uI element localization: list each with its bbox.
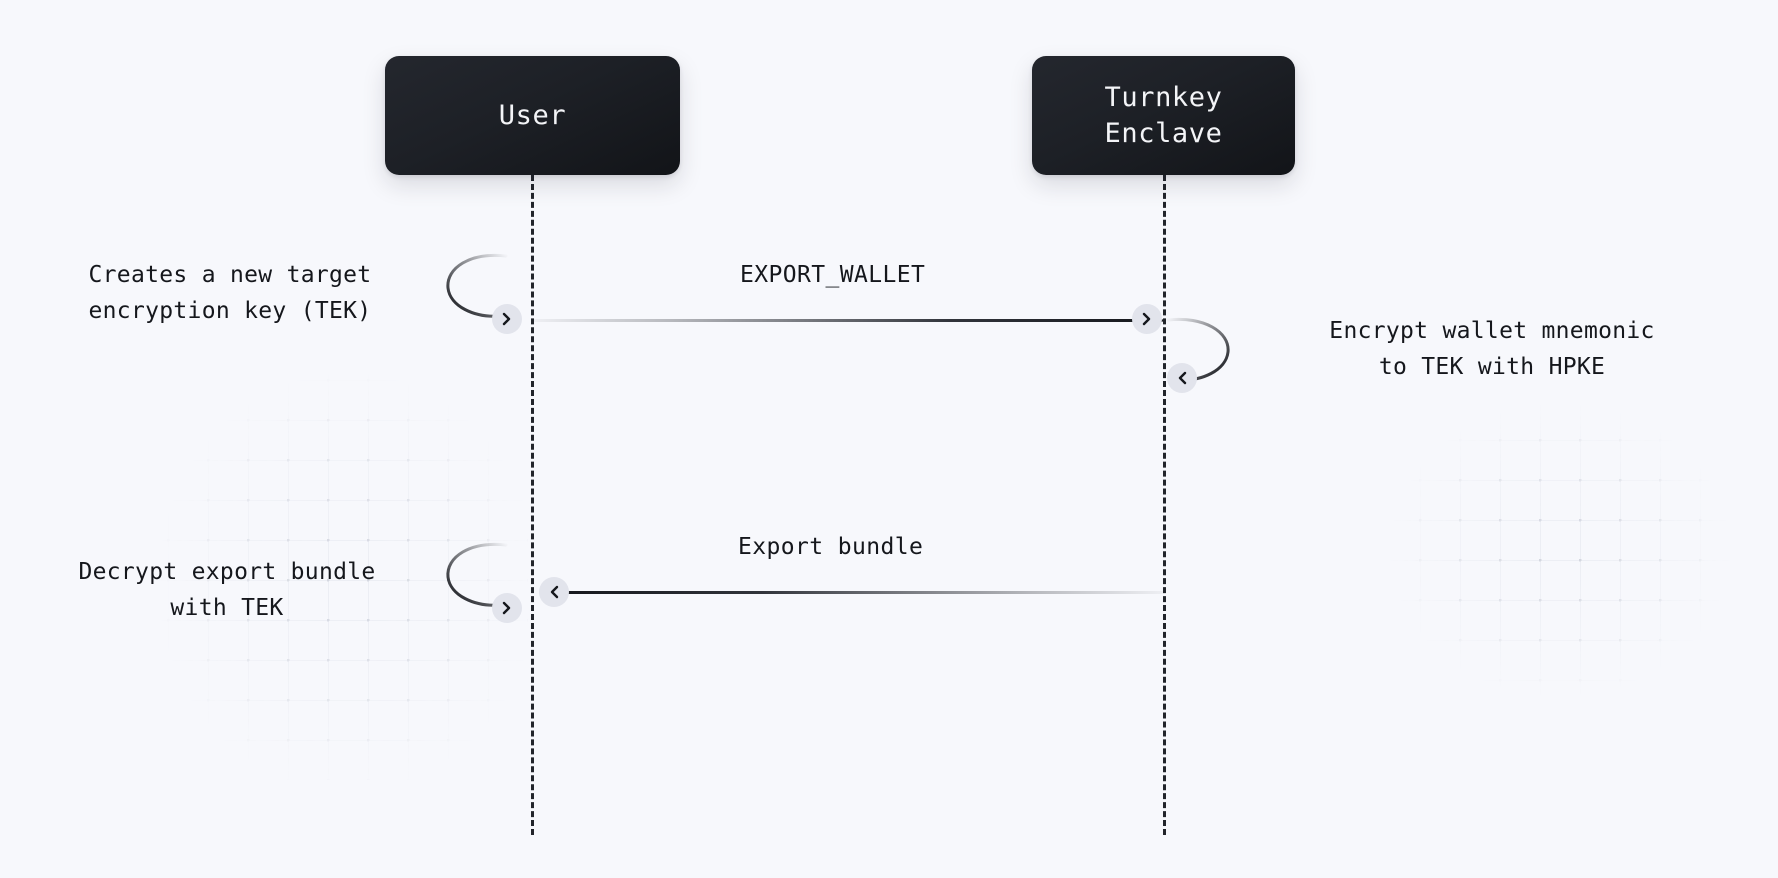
note-create-target-encryption-key: Creates a new target encryption key (TEK… [88,262,372,324]
lifeline-enclave [1163,175,1166,835]
arrow-head-icon-enclave-encrypt [1167,363,1197,393]
lifeline-user [531,175,534,835]
arrow-head-icon-export-wallet [1132,304,1162,334]
actor-box-user[interactable]: User [385,56,680,175]
note-decrypt-export-bundle: Decrypt export bundle with TEK [78,559,376,621]
note-encrypt-wallet-mnemonic: Encrypt wallet mnemonic to TEK with HPKE [1329,318,1655,380]
background-dot-grid-right [1380,400,1740,700]
message-label-export-wallet: EXPORT_WALLET [740,262,926,288]
arrow-head-icon-user-decrypt [492,593,522,623]
arrow-head-icon-export-bundle [539,577,569,607]
actor-box-turnkey-enclave[interactable]: Turnkey Enclave [1032,56,1295,175]
message-line-export-bundle [555,591,1165,594]
arrow-head-icon-user-create-tek [492,304,522,334]
message-line-export-wallet [533,319,1163,322]
message-label-export-bundle: Export bundle [738,534,924,560]
